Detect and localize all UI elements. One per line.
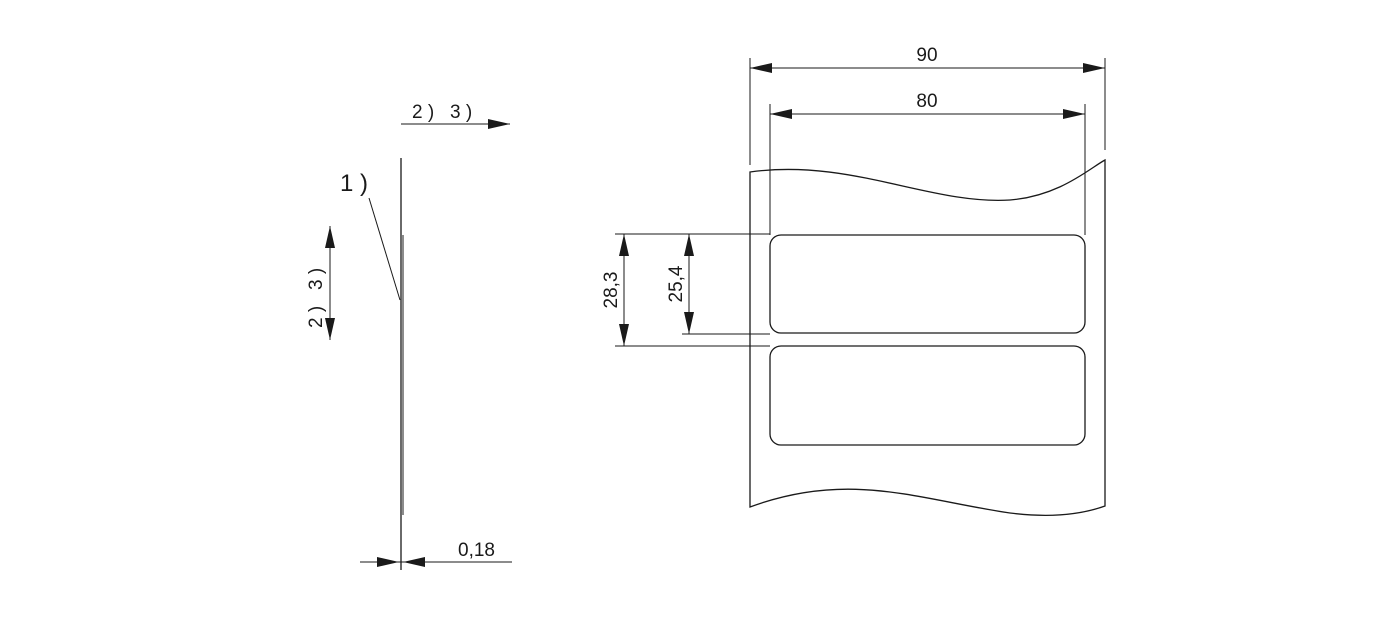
thickness-label: 0,18: [458, 540, 495, 561]
arrow-height-bottom: [684, 312, 694, 334]
thickness-arrow-left: [377, 557, 399, 567]
callout-1-label: 1 ): [340, 170, 368, 197]
arrow-pitch-top: [619, 234, 629, 256]
top-direction-note: 2 ) 3 ): [401, 102, 510, 129]
side-note-arrow-top: [325, 226, 335, 248]
arrow-height-top: [684, 234, 694, 256]
side-note-label: 2 ) 3 ): [306, 268, 327, 328]
liner-outline: [749, 158, 1106, 517]
arrow-90-left: [750, 63, 772, 73]
callout-leader-line: [368, 197, 401, 301]
label-rectangle-1: [769, 234, 1086, 334]
arrow-90-right: [1083, 63, 1105, 73]
label-height-label: 25,4: [666, 265, 687, 302]
arrow-pitch-bottom: [619, 324, 629, 346]
label-height-dimension: 25,4: [666, 234, 770, 335]
side-direction-note: 2 ) 3 ): [306, 226, 335, 340]
width-90-dimension: 90: [749, 45, 1106, 165]
pitch-dimension: 28,3: [601, 233, 770, 347]
thickness-dimension: 0,18: [360, 540, 512, 567]
width-80-dimension: 80: [769, 91, 1086, 235]
top-note-label: 2 ) 3 ): [412, 102, 472, 123]
arrow-80-left: [770, 109, 792, 119]
width-90-label: 90: [916, 45, 937, 66]
arrow-80-right: [1063, 109, 1085, 119]
side-view: 1 ) 2 ) 3 ) 2 ) 3 ) 0,18: [306, 102, 512, 570]
side-note-arrow-bottom: [325, 318, 335, 340]
top-note-arrow: [488, 119, 510, 129]
front-view: 90 80 28,3 25,4: [601, 45, 1106, 517]
pitch-label: 28,3: [601, 272, 622, 309]
label-rectangle-2: [769, 345, 1086, 446]
width-80-label: 80: [916, 91, 937, 112]
thickness-arrow-right: [403, 557, 425, 567]
